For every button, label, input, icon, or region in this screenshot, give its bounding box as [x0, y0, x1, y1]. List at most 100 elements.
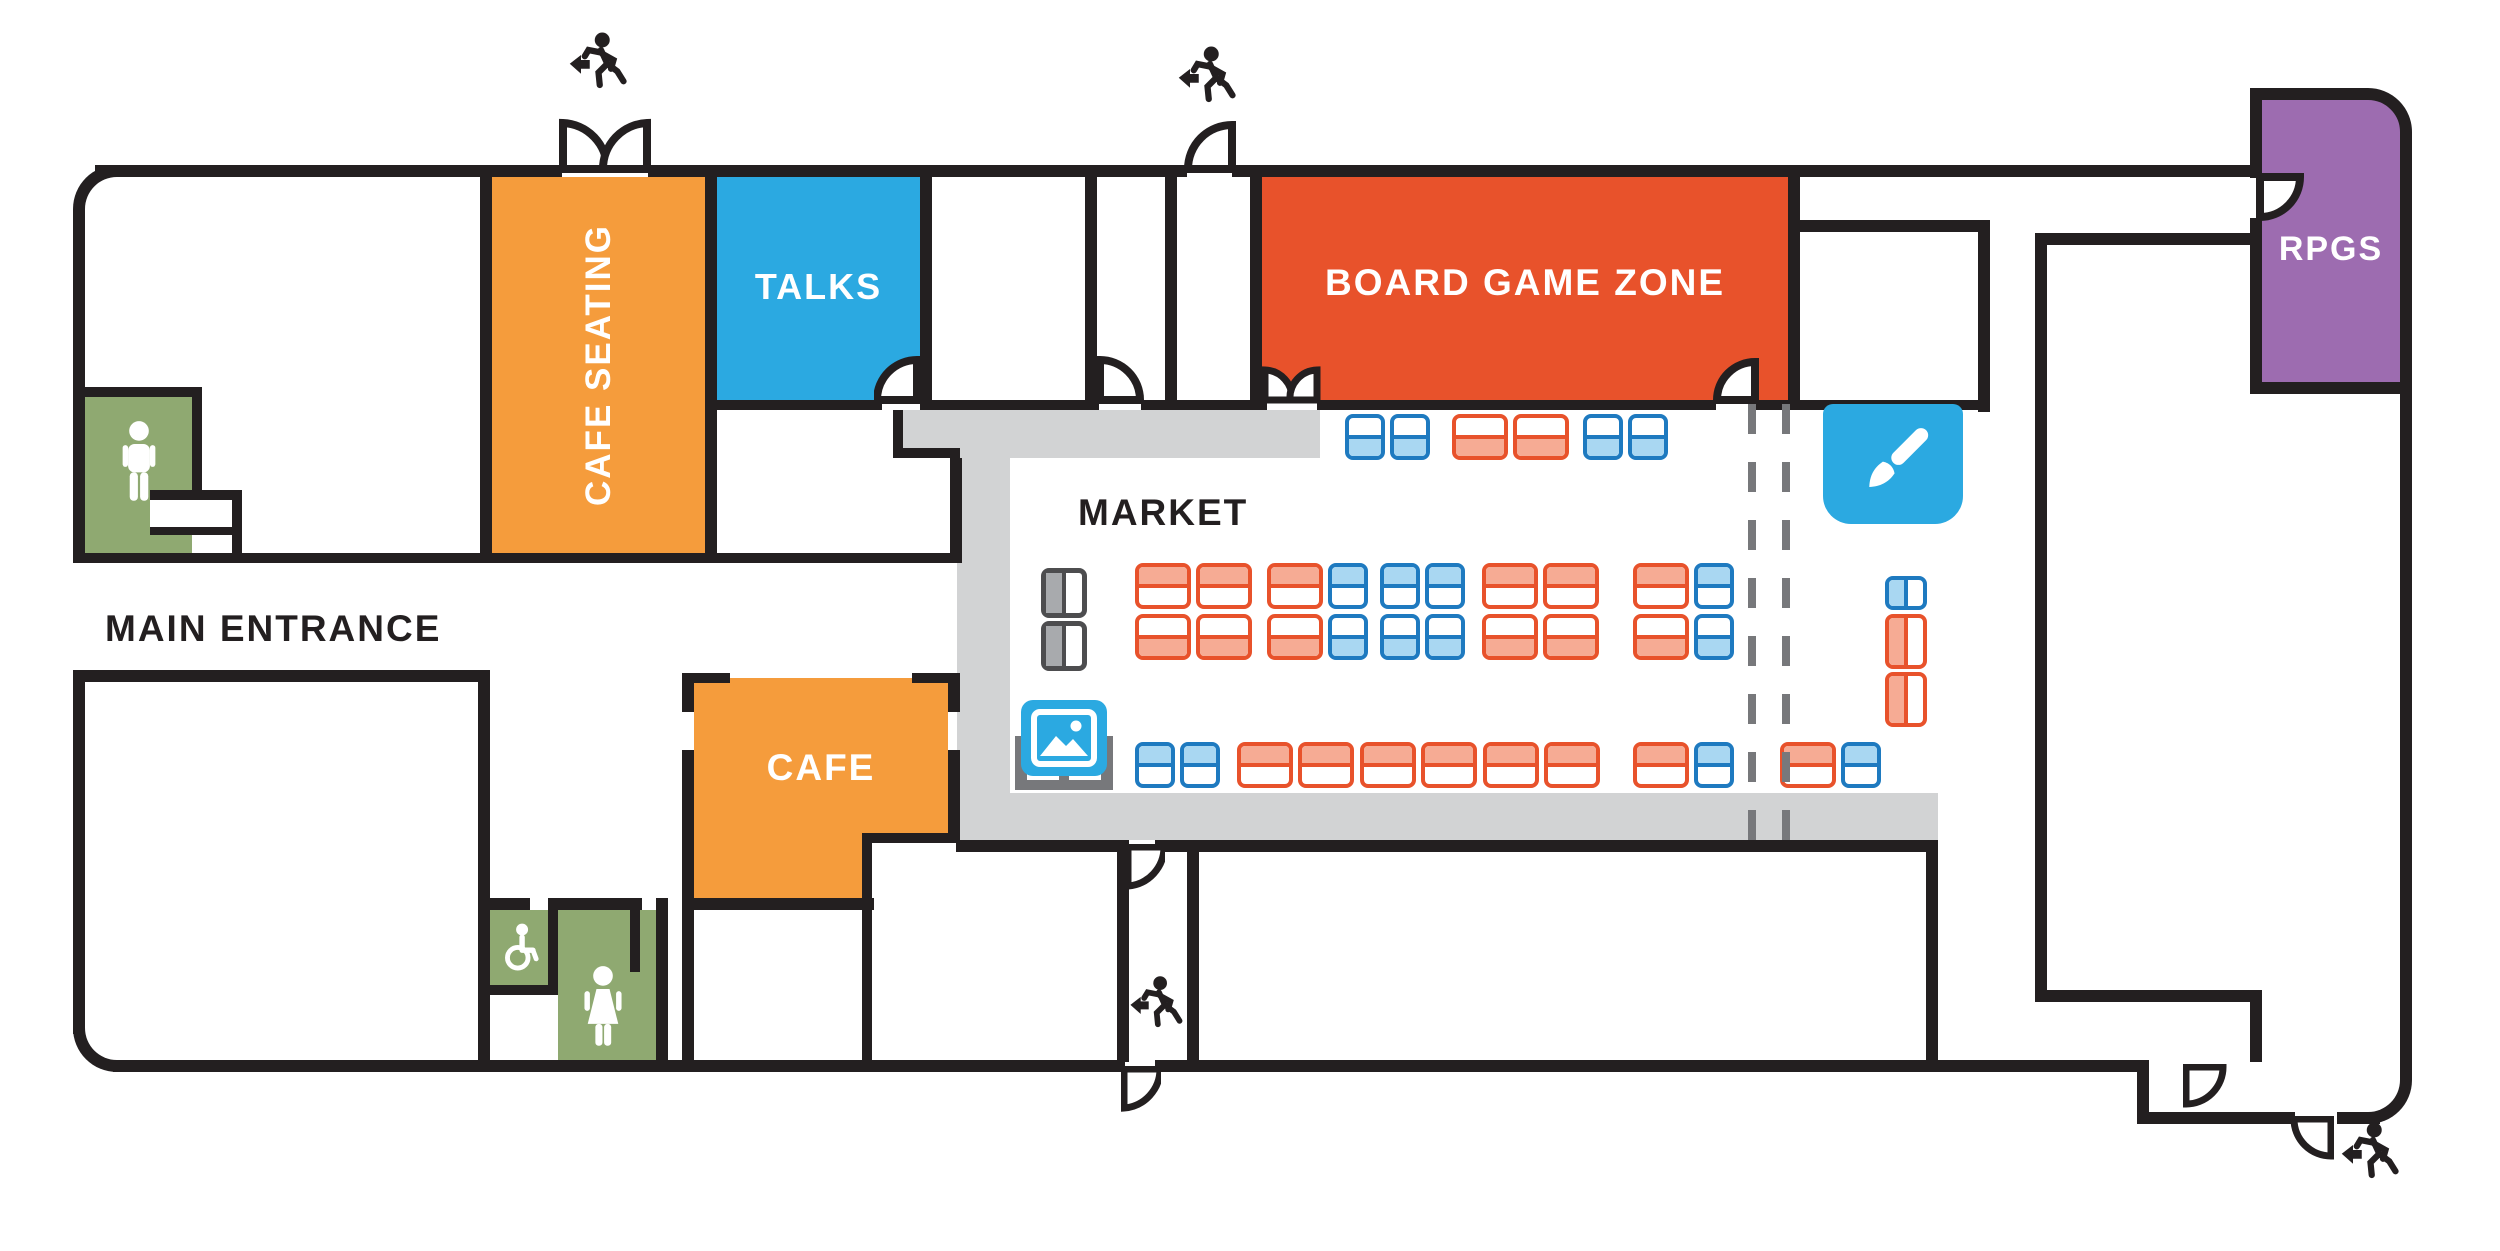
- market-table: [1345, 414, 1385, 460]
- cafe-seating-room: [492, 177, 705, 553]
- table-surface: [1486, 567, 1534, 586]
- wall: [73, 670, 490, 682]
- table-surface: [1429, 567, 1461, 586]
- wall: [1788, 165, 1800, 410]
- wall: [920, 400, 1099, 410]
- market-table: [1885, 614, 1927, 669]
- market-corridor-top: [903, 410, 1320, 458]
- market-table: [1135, 614, 1191, 660]
- market-table: [1196, 563, 1252, 609]
- table-surface: [1547, 567, 1595, 586]
- temporary-divider-dashed-line: [1782, 404, 1790, 852]
- wall: [2337, 1112, 2380, 1124]
- table-surface: [1332, 567, 1364, 586]
- market-corridor-left: [957, 458, 1010, 793]
- table-surface: [1332, 637, 1364, 656]
- table-surface: [1487, 746, 1535, 765]
- cafe-seating-label: CAFE SEATING: [578, 224, 618, 506]
- table-surface: [1698, 746, 1730, 765]
- wall: [705, 165, 717, 563]
- table-surface: [1548, 746, 1596, 765]
- market-table: [1694, 742, 1734, 788]
- table-surface: [1384, 567, 1416, 586]
- door-swing-icon: [558, 118, 652, 174]
- cafe-room-upper: [694, 678, 948, 840]
- market-table: [1694, 614, 1734, 660]
- talks-label: TALKS: [754, 266, 883, 307]
- art-display-icon: [1013, 700, 1115, 792]
- table-surface: [1384, 637, 1416, 656]
- accessible-restroom-icon: [497, 922, 545, 974]
- emergency-exit-runner-icon: [1175, 42, 1245, 116]
- wall: [862, 833, 872, 1060]
- table-surface: [1637, 637, 1685, 656]
- table-surface: [1845, 746, 1877, 765]
- wall: [1117, 840, 1129, 1062]
- wall: [1187, 840, 1199, 1062]
- wall: [558, 898, 642, 910]
- market-table: [1328, 614, 1368, 660]
- wall: [232, 490, 242, 563]
- market-table: [1180, 742, 1220, 788]
- market-table: [1885, 672, 1927, 727]
- market-table: [1196, 614, 1252, 660]
- market-table: [1543, 563, 1599, 609]
- board-game-zone-room: [1262, 177, 1788, 400]
- market-table: [1583, 414, 1623, 460]
- table-surface: [1637, 746, 1685, 765]
- table-surface: [1784, 746, 1832, 765]
- table-surface: [1456, 437, 1504, 456]
- market-table: [1482, 614, 1538, 660]
- vendor-fridge-icon: [1041, 568, 1087, 672]
- wall: [478, 985, 558, 995]
- wall: [648, 165, 1187, 177]
- table-surface: [1889, 618, 1906, 665]
- wall: [1165, 165, 1177, 410]
- wall: [1085, 165, 1097, 410]
- door-swing-icon: [1712, 358, 1760, 404]
- wall: [1141, 400, 1267, 410]
- market-label: MARKET: [1078, 492, 1249, 533]
- table-surface: [1698, 567, 1730, 586]
- market-table: [1483, 742, 1539, 788]
- table-surface: [1587, 437, 1619, 456]
- wall: [1250, 165, 1262, 410]
- wall: [150, 490, 242, 500]
- market-table: [1452, 414, 1508, 460]
- wall: [1232, 165, 2253, 177]
- cafe-label: CAFE: [766, 747, 876, 788]
- wall: [478, 670, 490, 1060]
- table-surface: [1241, 746, 1289, 765]
- table-surface: [1632, 437, 1664, 456]
- wall: [192, 387, 202, 497]
- market-table: [1328, 563, 1368, 609]
- market-table: [1694, 563, 1734, 609]
- emergency-exit-runner-icon: [2338, 1118, 2408, 1192]
- table-surface: [1139, 637, 1187, 656]
- talks-room: [717, 177, 920, 400]
- door-swing-icon: [2256, 172, 2306, 224]
- market-table: [1360, 742, 1416, 788]
- womens-restroom-icon: [577, 965, 629, 1061]
- table-surface: [1349, 437, 1381, 456]
- table-surface: [1200, 637, 1248, 656]
- table-surface: [1364, 746, 1412, 765]
- wall: [78, 387, 202, 397]
- door-swing-icon: [874, 356, 922, 404]
- wall: [2400, 380, 2412, 1076]
- table-surface: [1698, 637, 1730, 656]
- emergency-exit-runner-icon: [566, 28, 636, 102]
- wall: [2137, 1112, 2295, 1124]
- wall: [478, 898, 530, 910]
- market-table: [1425, 563, 1465, 609]
- cafe-room-lower: [694, 840, 862, 898]
- market-table: [1633, 614, 1689, 660]
- table-surface: [1889, 580, 1906, 606]
- wall: [1926, 840, 1938, 1062]
- market-table: [1544, 742, 1600, 788]
- table-surface: [1271, 567, 1319, 586]
- table-surface: [1139, 746, 1171, 765]
- market-table: [1390, 414, 1430, 460]
- market-table: [1885, 576, 1927, 610]
